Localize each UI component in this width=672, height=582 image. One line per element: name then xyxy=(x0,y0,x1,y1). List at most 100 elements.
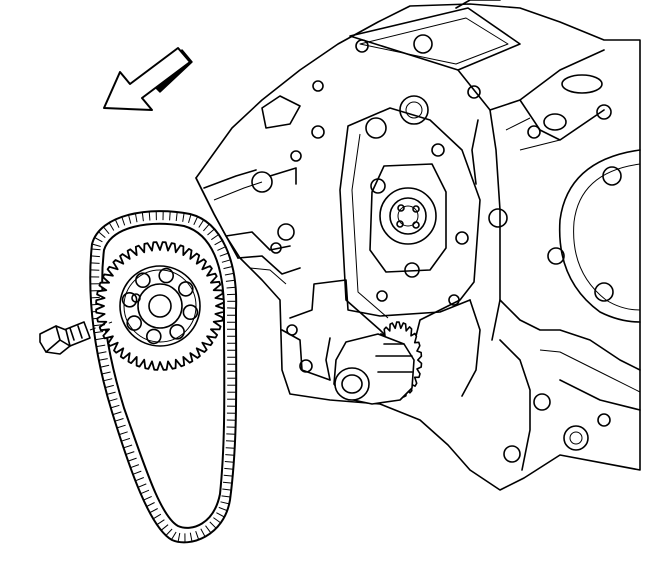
chain-link xyxy=(217,246,226,251)
camshaft-sprocket xyxy=(95,241,225,371)
chain-link xyxy=(112,411,122,416)
chain-link xyxy=(175,211,178,222)
chain-link xyxy=(106,391,116,395)
chain-link xyxy=(222,481,233,484)
chain-link xyxy=(213,517,221,524)
chain-link xyxy=(128,214,132,224)
chain-link xyxy=(211,234,219,241)
chain-link xyxy=(203,223,210,232)
chain-link xyxy=(165,528,173,536)
chain-link xyxy=(224,461,234,463)
chain-link xyxy=(118,431,128,436)
chain-link xyxy=(97,351,107,354)
chain-link xyxy=(149,508,158,514)
chain-link xyxy=(170,531,177,540)
chain-link xyxy=(205,525,212,534)
lightening-hole xyxy=(146,328,162,345)
chain-link xyxy=(91,243,101,247)
chain-link xyxy=(121,216,126,226)
chain-link xyxy=(140,489,150,495)
chain-link xyxy=(103,226,110,235)
chain-link xyxy=(134,213,138,223)
direction-arrow xyxy=(103,47,193,111)
chain-link xyxy=(143,495,152,501)
chain-link xyxy=(125,451,135,455)
chain-link xyxy=(216,512,225,518)
chain-link xyxy=(160,524,169,531)
chain-link xyxy=(224,467,234,470)
chain-link xyxy=(198,219,205,228)
chain-link xyxy=(156,519,165,526)
chain-link xyxy=(94,331,104,334)
chain-link xyxy=(223,266,233,270)
sprocket-bolt xyxy=(39,321,113,355)
chain-link xyxy=(141,212,144,222)
timing-chain xyxy=(89,210,238,544)
chain-link xyxy=(108,398,118,402)
chain-link xyxy=(177,532,181,542)
chain-link xyxy=(135,477,144,482)
chain-link xyxy=(90,255,100,258)
chain-link xyxy=(96,344,106,348)
chain-link xyxy=(93,324,103,327)
chain-link xyxy=(225,454,235,456)
chain-link xyxy=(169,211,171,221)
chain-link xyxy=(224,272,234,276)
chain-link xyxy=(95,337,105,341)
chain-link xyxy=(200,528,206,537)
lightening-hole xyxy=(135,272,151,289)
engine-block xyxy=(195,0,641,491)
lightening-hole xyxy=(126,315,142,331)
chain-link xyxy=(127,457,137,462)
chain-link xyxy=(123,444,133,449)
chain-link xyxy=(91,248,101,251)
chain-link xyxy=(98,358,108,361)
chain-link xyxy=(222,488,232,491)
chain-link xyxy=(209,521,217,529)
chain-link xyxy=(221,495,231,498)
chain-link xyxy=(90,296,100,299)
chain-link xyxy=(146,502,155,507)
crankshaft-sprocket xyxy=(333,321,423,405)
chain-link xyxy=(225,279,235,282)
chain-link xyxy=(189,532,193,542)
chain-link xyxy=(132,470,142,475)
chain-link xyxy=(108,222,115,231)
chain-link xyxy=(182,212,185,222)
lightening-hole xyxy=(178,281,194,297)
chain-link xyxy=(148,211,151,221)
lightening-hole xyxy=(158,267,174,284)
chain-link xyxy=(226,286,236,289)
chain-link xyxy=(225,447,235,449)
lightening-hole xyxy=(121,291,138,308)
chain-link xyxy=(116,424,126,429)
chain-link xyxy=(110,404,120,409)
lightening-hole xyxy=(182,304,199,321)
chain-link xyxy=(195,531,200,540)
chain-link xyxy=(103,378,113,382)
chain-link xyxy=(98,231,106,238)
chain-link xyxy=(218,506,228,512)
chain-link xyxy=(223,474,233,477)
chain-link xyxy=(114,418,124,422)
chain-link xyxy=(100,364,110,368)
chain-link xyxy=(114,219,120,228)
chain-link xyxy=(220,501,230,505)
chain-link xyxy=(90,262,100,264)
chain-link xyxy=(207,228,215,236)
chain-link xyxy=(188,214,192,224)
lightening-hole xyxy=(169,323,185,340)
chain-link xyxy=(193,216,199,226)
chain-link xyxy=(137,483,147,488)
chain-link xyxy=(152,513,162,520)
chain-link xyxy=(221,259,231,263)
chain-link xyxy=(104,384,114,389)
chain-link xyxy=(94,237,103,243)
chain-link xyxy=(121,437,131,442)
chain-link xyxy=(101,371,111,375)
chain-link xyxy=(130,464,140,469)
chain-link xyxy=(219,252,229,257)
chain-link xyxy=(214,239,223,246)
